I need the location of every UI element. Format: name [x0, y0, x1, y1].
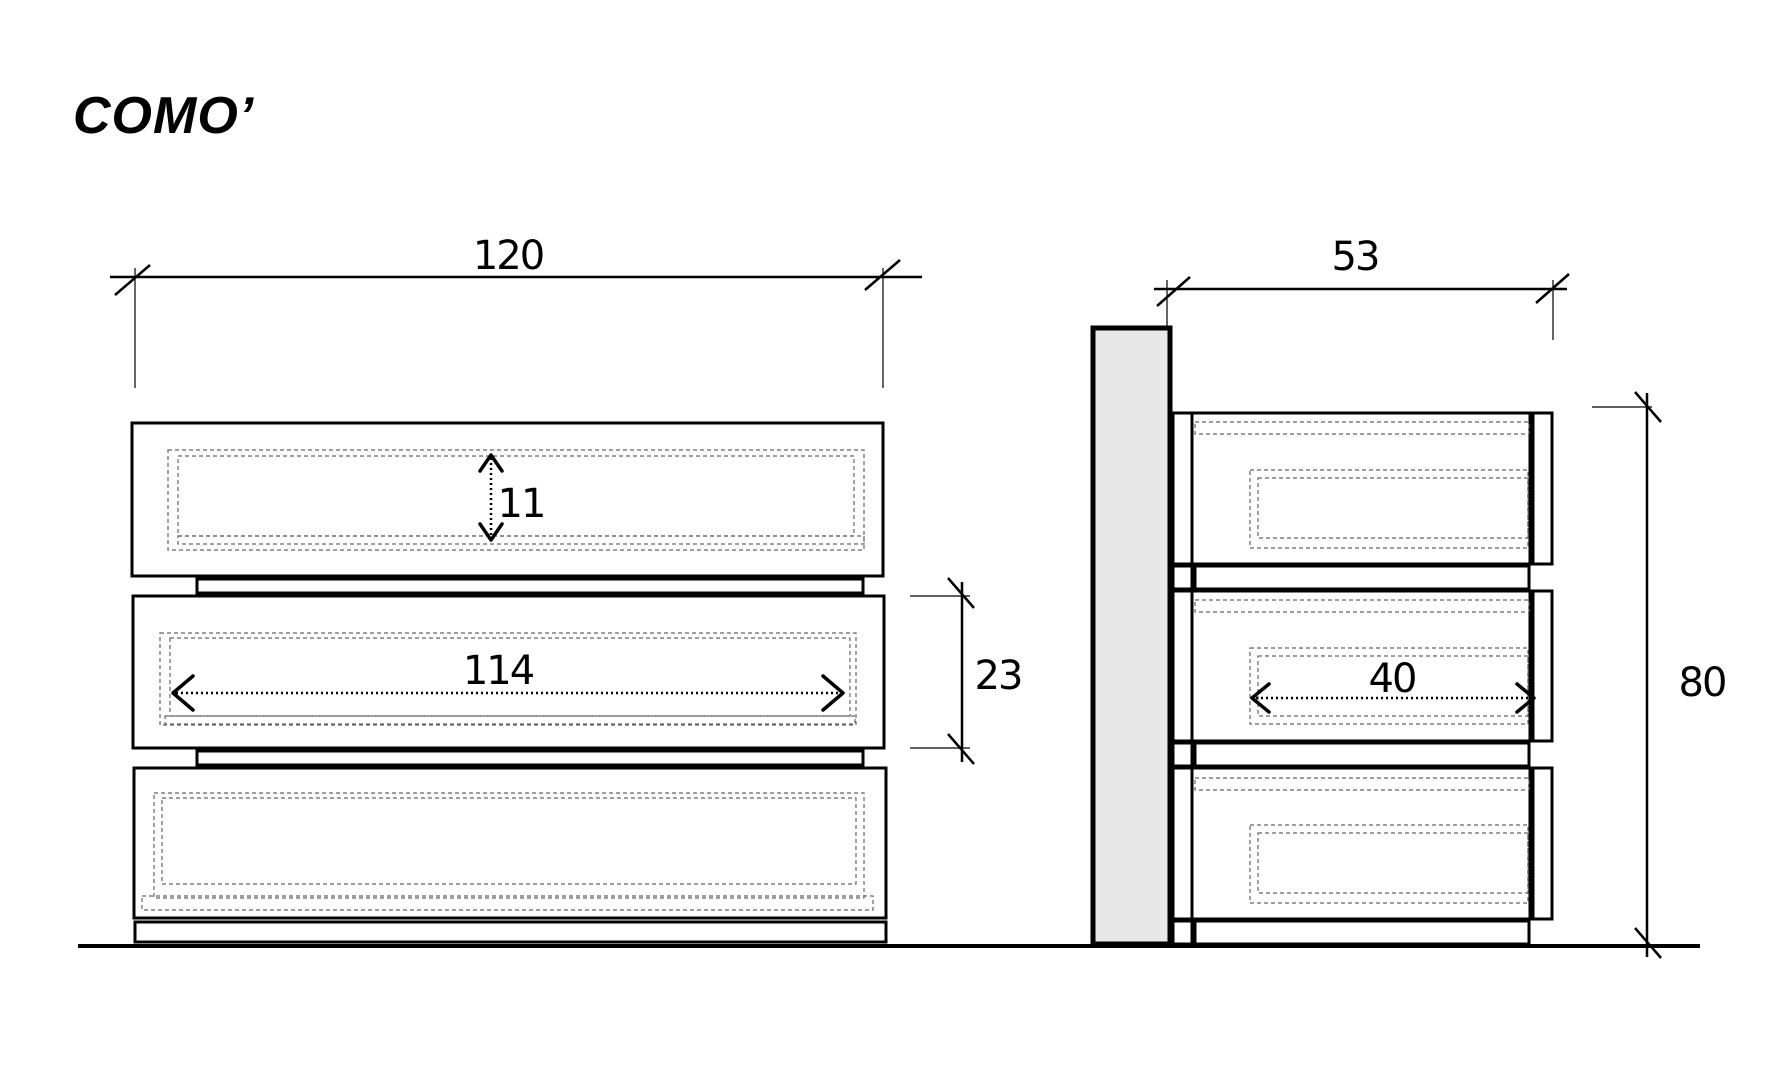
side-view: 53	[1090, 234, 1727, 959]
depth-label: 53	[1332, 234, 1379, 280]
side-drawer-top	[1171, 411, 1554, 566]
drawer-width-dimension: 114	[171, 648, 845, 712]
drawer-front-height-label: 23	[975, 653, 1022, 699]
plinth	[133, 920, 888, 944]
drawer-spacer-2	[195, 749, 865, 767]
width-dimension: 120	[110, 233, 922, 388]
page-title: COMO’	[73, 87, 255, 145]
inner-depth-dimension: 40	[1250, 656, 1536, 714]
bottom-drawer	[132, 766, 888, 920]
side-rail-2	[1193, 741, 1531, 768]
drawer-width-label: 114	[463, 648, 534, 694]
side-rail-3	[1193, 919, 1531, 946]
side-drawer-middle	[1171, 589, 1554, 743]
middle-drawer	[131, 594, 886, 750]
inner-depth-label: 40	[1369, 656, 1416, 702]
front-view: 120 11	[110, 233, 1023, 944]
wall-panel	[1090, 325, 1173, 947]
side-spacer-2	[1171, 741, 1194, 768]
depth-dimension: 53	[1154, 234, 1570, 340]
height-label: 80	[1679, 660, 1726, 706]
side-spacer-3	[1171, 919, 1194, 946]
drawer-height-dimension: 11	[478, 453, 546, 542]
top-drawer	[130, 421, 885, 578]
drawer-front-height-dimension: 23	[910, 577, 1023, 765]
height-dimension: 80	[1545, 391, 1727, 959]
width-label: 120	[473, 233, 543, 279]
side-drawer-bottom	[1171, 766, 1554, 921]
side-rail-1	[1193, 564, 1531, 591]
side-spacer-1	[1171, 564, 1194, 591]
drawer-height-label: 11	[498, 481, 545, 527]
drawer-spacer-1	[195, 577, 865, 595]
